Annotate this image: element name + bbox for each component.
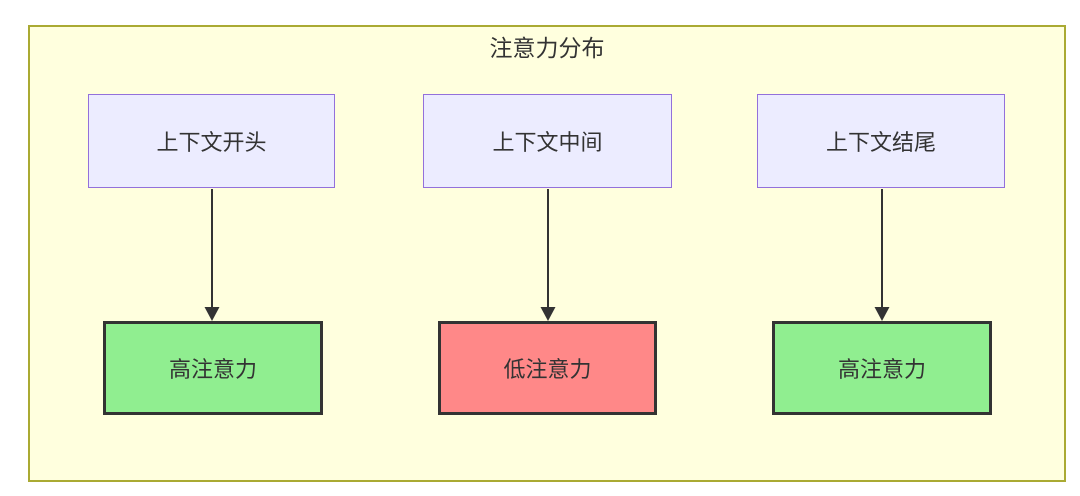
- node-attention-middle: 低注意力: [438, 321, 657, 415]
- node-context-beginning: 上下文开头: [88, 94, 335, 188]
- node-context-end: 上下文结尾: [757, 94, 1005, 188]
- node-label: 高注意力: [837, 357, 926, 382]
- node-label: 上下文开头: [156, 130, 267, 155]
- node-context-middle: 上下文中间: [423, 94, 672, 188]
- node-label: 高注意力: [168, 357, 257, 382]
- cluster-title: 注意力分布: [489, 35, 605, 61]
- node-label: 上下文结尾: [825, 130, 936, 155]
- node-attention-end: 高注意力: [772, 321, 992, 415]
- node-attention-beginning: 高注意力: [103, 321, 323, 415]
- node-label: 上下文中间: [492, 130, 603, 155]
- node-label: 低注意力: [503, 357, 592, 382]
